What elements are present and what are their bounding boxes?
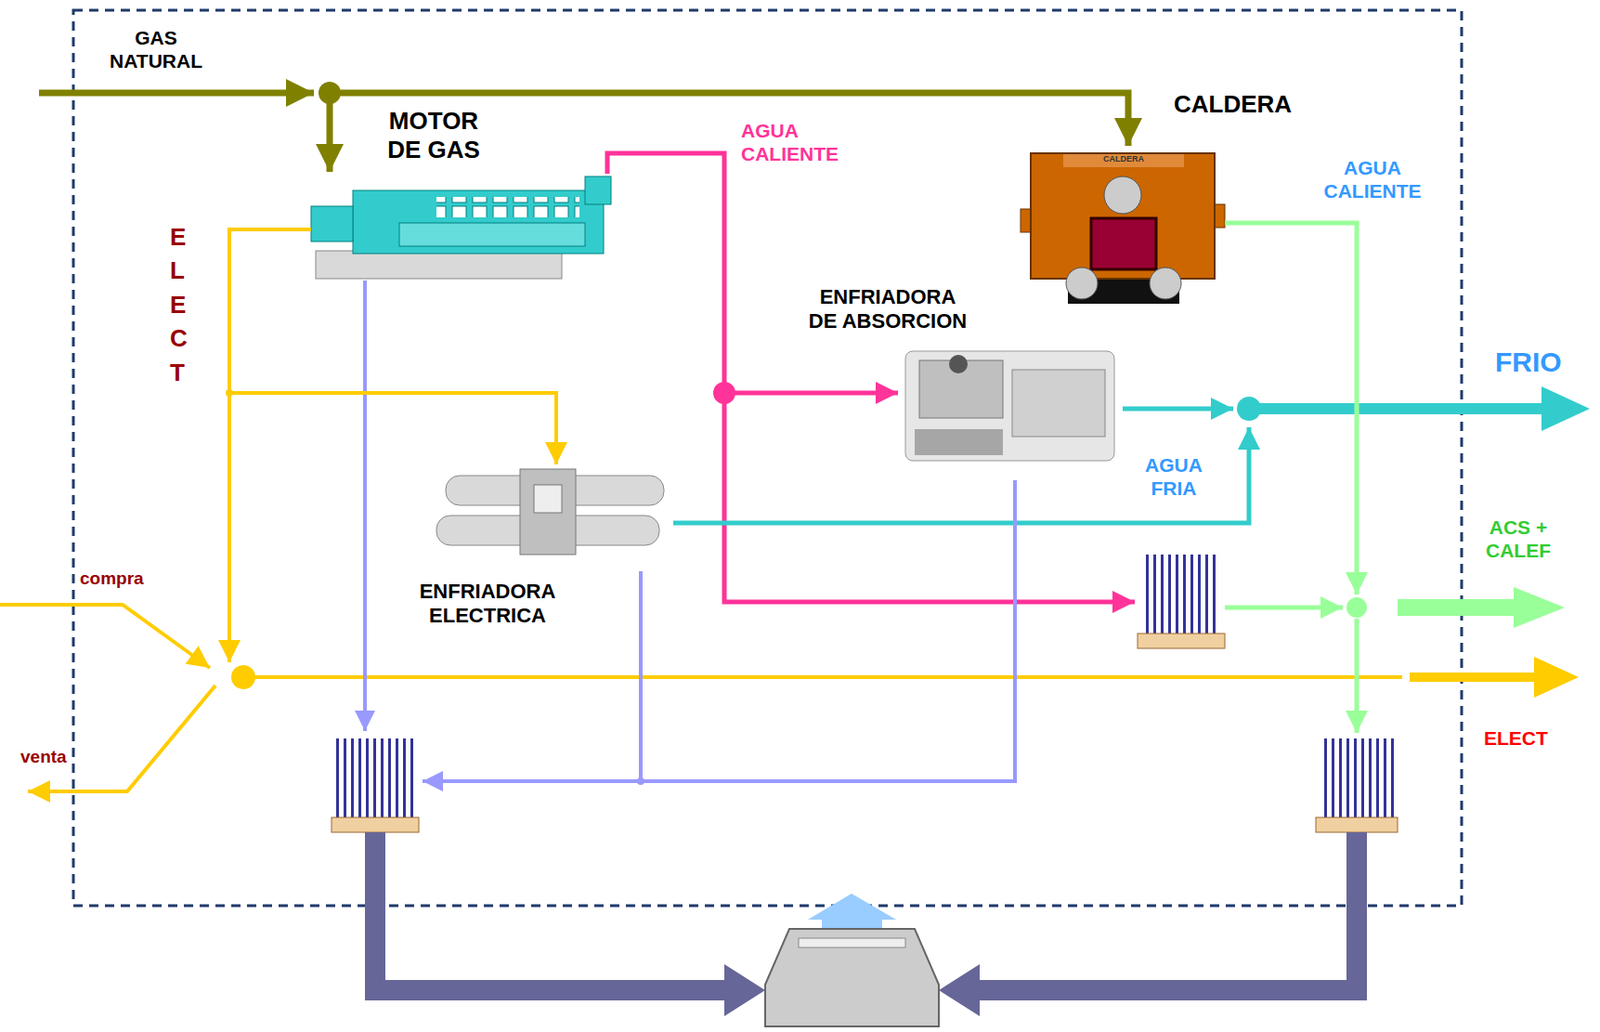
- flow-label: AGUA FRIA: [1127, 453, 1221, 500]
- cooling-water-line: [638, 571, 643, 781]
- electric-chiller: [436, 468, 664, 555]
- cooling-tower: [765, 928, 939, 1027]
- absorption-chiller: [1012, 369, 1106, 437]
- cooling-water-line: [364, 280, 1015, 785]
- chilled-water-line: [1236, 396, 1262, 421]
- boiler-box: CALDERACALDERA: [1020, 147, 1225, 304]
- hot-water-line: [713, 381, 1135, 602]
- gas-engine: [585, 176, 612, 205]
- tower-duct: [938, 963, 980, 1016]
- chilled-water-line: [1122, 406, 1234, 412]
- output-label: ELECT: [1483, 726, 1548, 750]
- boiler-plate-text: CALDERA: [1063, 154, 1184, 165]
- tower-duct: [375, 832, 727, 990]
- boiler: [1091, 218, 1157, 270]
- gas-engine: [399, 222, 586, 247]
- chilled-water-line: [673, 386, 1590, 523]
- cooling-water-line: [422, 480, 1015, 781]
- heat-exchanger: [1142, 554, 1221, 634]
- boiler: [1104, 176, 1142, 214]
- absorption-chiller: [905, 351, 1115, 461]
- cooling-water-line: [637, 777, 645, 785]
- heating-water-line: [1397, 586, 1565, 628]
- boiler: [1063, 154, 1184, 168]
- hot-water-line: [724, 392, 1135, 602]
- heat-exchanger: [331, 554, 1398, 833]
- boiler: [1020, 153, 1225, 304]
- system-boundary: [73, 10, 1462, 906]
- absorption-chiller: [905, 351, 1115, 461]
- engine-box: MOTOR DE GAS: [311, 173, 623, 281]
- chilled-water-line: [673, 427, 1249, 523]
- flow-label: ELECT: [169, 220, 195, 390]
- heating-water-line: [1224, 605, 1343, 611]
- cooling-tower: [798, 937, 906, 948]
- gas-engine: [352, 190, 604, 254]
- heat-exchanger: [1320, 738, 1395, 818]
- chiller-label: ENFRIADORA ELECTRICA: [403, 579, 572, 629]
- heating-water-line: [1354, 618, 1360, 733]
- heating-water-line: [1224, 222, 1565, 733]
- grid-label: venta: [20, 746, 67, 768]
- absorption-chiller: [914, 429, 1003, 456]
- heating-water-line: [1346, 597, 1367, 618]
- heat-exchanger: [336, 738, 415, 818]
- absorption-chiller: [949, 354, 968, 374]
- electric-chiller: [520, 468, 576, 555]
- electric-line: [231, 664, 256, 690]
- boiler: [1030, 153, 1215, 279]
- electric-connector: [229, 229, 557, 465]
- gas-line: [39, 90, 314, 97]
- gas-line: [39, 81, 1129, 172]
- heat-exchanger: [331, 817, 419, 833]
- tower-duct: [724, 963, 766, 1016]
- absorption-chiller-box: ENFRIADORA DE ABSORCION: [897, 341, 1123, 469]
- electric-line: [27, 685, 216, 792]
- electric-line: [0, 604, 210, 668]
- electric-line: [0, 389, 1579, 792]
- heat-exchanger: [1315, 817, 1398, 833]
- flow-label: AGUA CALIENTE: [741, 118, 853, 166]
- electric-chiller: [533, 484, 562, 513]
- chilled-water-line: [1541, 386, 1590, 431]
- gas-line: [318, 81, 341, 105]
- engine-label: MOTOR DE GAS: [382, 106, 485, 165]
- gas-engine: [436, 196, 580, 218]
- boiler-label: CALDERA: [1173, 90, 1292, 119]
- tower-duct: [977, 832, 1357, 990]
- electric-chiller-box: ENFRIADORA ELECTRICA: [433, 464, 674, 572]
- cooling-water-line: [363, 280, 367, 731]
- hot-water-connector: [607, 153, 898, 393]
- boiler: [1149, 267, 1182, 300]
- grid-label: compra: [79, 568, 144, 590]
- output-label: ACS + CALEF: [1471, 515, 1565, 562]
- heating-water-line: [1224, 222, 1357, 595]
- gas-line: [326, 92, 334, 172]
- flow-label: AGUA CALIENTE: [1316, 156, 1429, 203]
- input-label: GAS NATURAL: [100, 26, 212, 73]
- cooling-tower: [807, 893, 897, 929]
- chilled-water-line: [1248, 403, 1544, 415]
- output-label: FRIO: [1495, 345, 1562, 379]
- tower-duct: [375, 832, 1357, 1016]
- gas-engine: [311, 176, 612, 279]
- electric-line: [1409, 656, 1579, 698]
- heat-exchanger: [1137, 633, 1225, 649]
- electric-line: [227, 392, 232, 663]
- electric-line: [243, 675, 1403, 679]
- chiller-label: ENFRIADORA DE ABSORCION: [804, 285, 972, 335]
- cooling-tower: [765, 893, 939, 1027]
- boiler: [1066, 267, 1098, 300]
- gas-engine: [311, 206, 353, 242]
- gas-engine: [315, 250, 562, 279]
